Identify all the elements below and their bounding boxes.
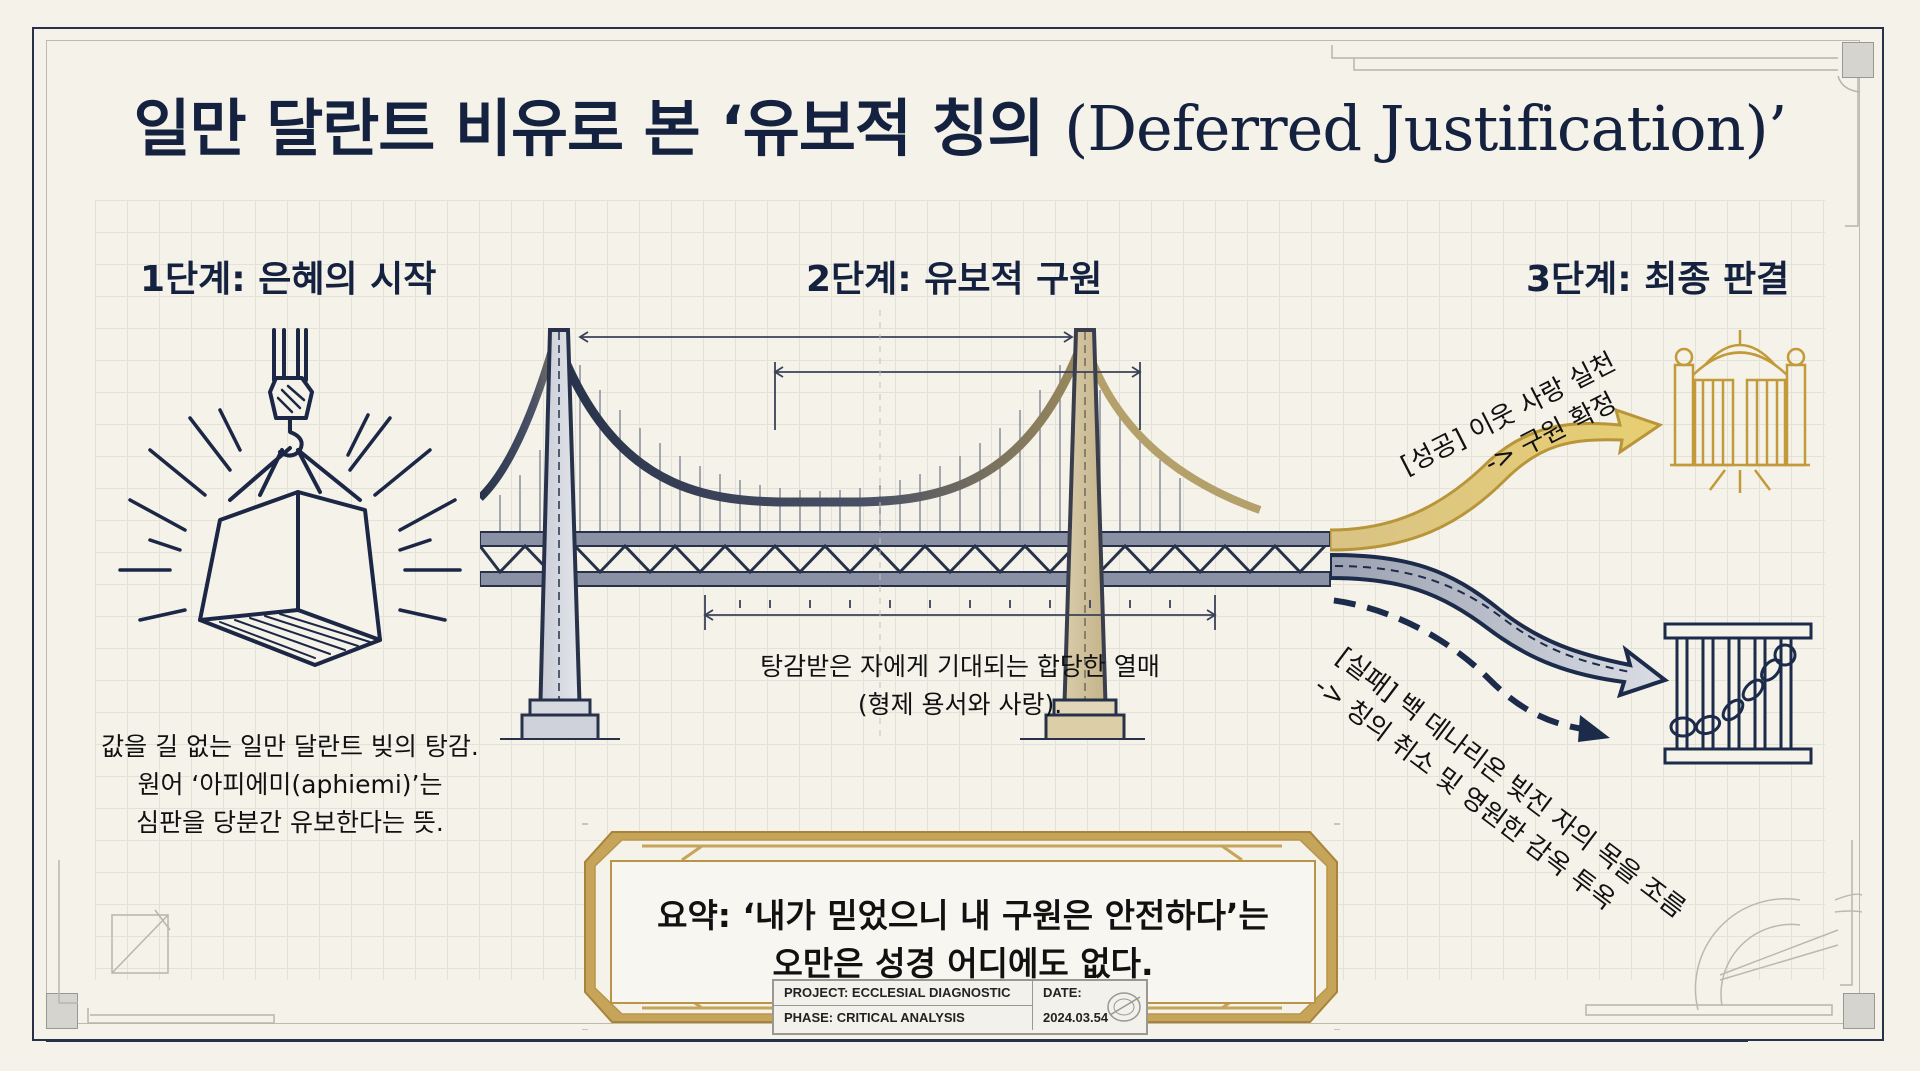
seal-stamp-icon bbox=[1107, 992, 1141, 1022]
dashed-fail-path bbox=[1330, 596, 1591, 733]
suspension-bridge-icon bbox=[480, 310, 1331, 740]
stage-3-heading: 3단계: 최종 판결 bbox=[1526, 259, 1790, 300]
failure-arrow-icon bbox=[1330, 552, 1670, 699]
stage-2-line-2: (형제 용서와 사랑). bbox=[857, 690, 1063, 719]
corner-block-bottom-left bbox=[46, 993, 78, 1029]
golden-gate-icon bbox=[1670, 330, 1810, 493]
title-korean: 일만 달란트 비유로 본 ‘유보적 칭의 bbox=[133, 92, 1065, 165]
outcome-arrows bbox=[1330, 407, 1670, 742]
project-cell: PROJECT: ECCLESIAL DIAGNOSTIC bbox=[774, 981, 1033, 1006]
summary-line-2: 오만은 성경 어디에도 없다. bbox=[772, 944, 1154, 983]
stage-1-line-3: 심판을 당분간 유보한다는 뜻. bbox=[136, 808, 444, 837]
stamp-seal-icon bbox=[1694, 893, 1863, 1011]
title-english: (Deferred Justification)’ bbox=[1064, 92, 1787, 165]
corner-block-top-right bbox=[1842, 42, 1874, 78]
date-label-cell: DATE: bbox=[1043, 985, 1082, 1000]
page-title: 일만 달란트 비유로 본 ‘유보적 칭의 (Deferred Justifica… bbox=[0, 78, 1920, 168]
stage-2-description: 탕감받은 자에게 기대되는 합당한 열매 (형제 용서와 사랑). bbox=[690, 648, 1230, 724]
stage-1-heading: 1단계: 은혜의 시작 bbox=[140, 259, 437, 300]
stage-2-line-1: 탕감받은 자에게 기대되는 합당한 열매 bbox=[760, 652, 1160, 681]
date-value-cell: 2024.03.54 bbox=[1043, 1010, 1109, 1025]
prison-bars-chain-icon bbox=[1663, 622, 1813, 765]
stage-1-line-1: 값을 길 없는 일만 달란트 빚의 탕감. bbox=[101, 732, 479, 761]
stage-2-heading: 2단계: 유보적 구원 bbox=[806, 259, 1103, 300]
summary-line-1: 요약: ‘내가 믿었으니 내 구원은 안전하다’는 bbox=[657, 896, 1269, 935]
crane-lifting-block-icon bbox=[118, 328, 462, 667]
success-arrow-icon bbox=[1330, 407, 1664, 552]
corner-block-bottom-right bbox=[1843, 993, 1875, 1029]
drawing-title-block: PROJECT: ECCLESIAL DIAGNOSTIC PHASE: CRI… bbox=[772, 979, 1148, 1035]
phase-cell: PHASE: CRITICAL ANALYSIS bbox=[774, 1006, 1033, 1030]
stage-1-description: 값을 길 없는 일만 달란트 빚의 탕감. 원어 ‘아피에미(aphiemi)’… bbox=[80, 728, 500, 842]
stage-1-line-2: 원어 ‘아피에미(aphiemi)’는 bbox=[137, 770, 443, 799]
summary-text: 요약: ‘내가 믿었으니 내 구원은 안전하다’는 오만은 성경 어디에도 없다… bbox=[612, 892, 1314, 988]
